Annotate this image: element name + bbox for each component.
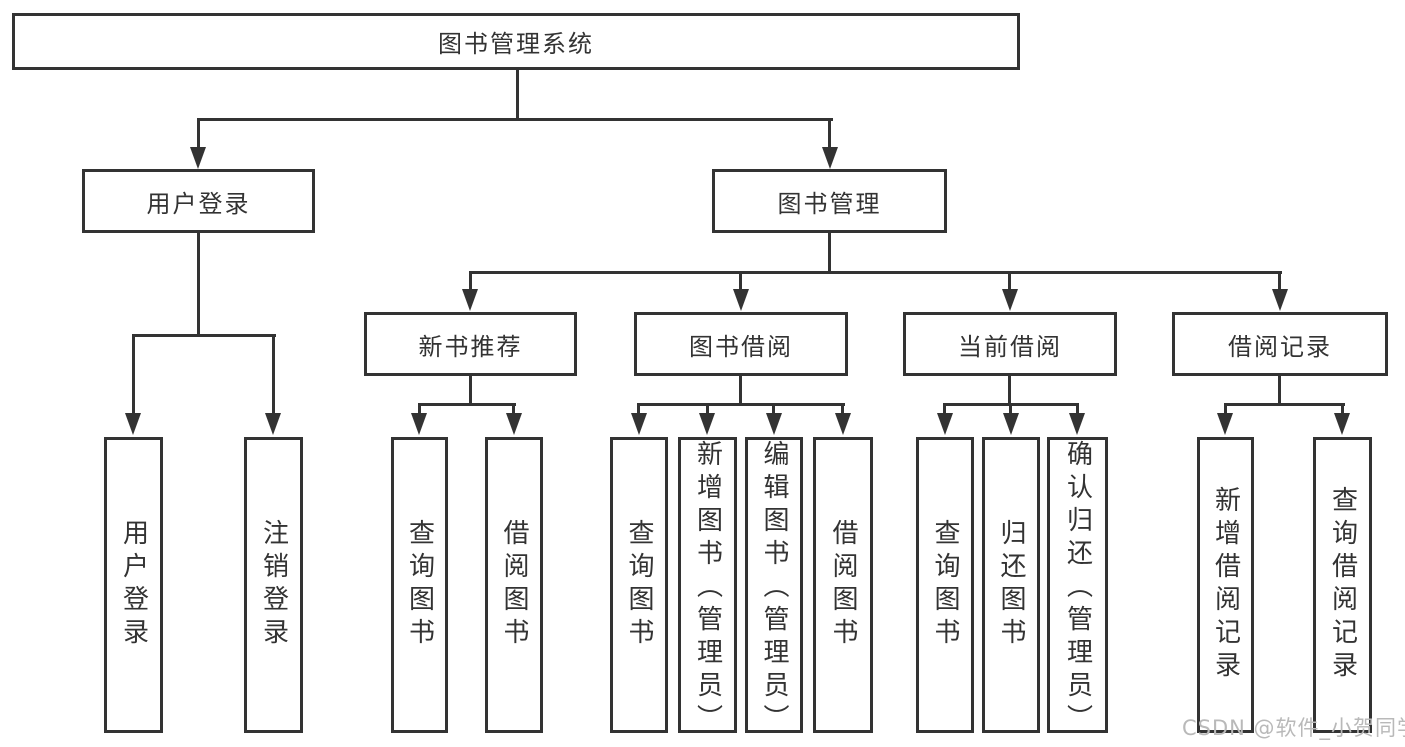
leaf-label: 查询图书 <box>624 519 654 651</box>
connector-line <box>516 70 519 120</box>
connector-line <box>1278 271 1281 292</box>
connector-line <box>841 403 844 416</box>
arrow-down-icon <box>411 413 427 435</box>
leaf-borrowing-edit-books-admin: 编辑图书（管理员） <box>745 437 803 737</box>
connector-line <box>469 376 472 406</box>
connector-line <box>1224 403 1345 406</box>
arrow-down-icon <box>265 413 281 435</box>
node-label: 当前借阅 <box>958 332 1062 361</box>
node-label: 图书管理 <box>777 189 882 218</box>
node-user-login: 用户登录 <box>82 169 315 233</box>
connector-line <box>197 118 200 150</box>
arrow-down-icon <box>822 147 838 169</box>
connector-line <box>1008 376 1011 406</box>
connector-line <box>637 403 640 416</box>
arrow-down-icon <box>1003 413 1019 435</box>
leaf-label: 确认归还（管理员） <box>1062 440 1093 737</box>
arrow-down-icon <box>190 147 206 169</box>
arrow-down-icon <box>766 413 782 435</box>
leaf-label: 借阅图书 <box>828 519 858 651</box>
arrow-down-icon <box>835 413 851 435</box>
connector-line <box>772 403 775 416</box>
connector-line <box>739 271 742 292</box>
connector-line <box>943 403 946 416</box>
leaf-label: 查询借阅记录 <box>1327 486 1358 684</box>
node-borrowing-records: 借阅记录 <box>1172 312 1388 376</box>
leaf-label: 编辑图书（管理员） <box>759 440 789 737</box>
leaf-current-return-books: 归还图书 <box>982 437 1040 733</box>
node-label: 新书推荐 <box>418 332 523 361</box>
node-label: 用户登录 <box>146 189 251 218</box>
arrow-down-icon <box>506 413 522 435</box>
arrow-down-icon <box>699 413 715 435</box>
leaf-label: 查询图书 <box>404 519 435 651</box>
arrow-down-icon <box>1272 289 1288 311</box>
connector-line <box>828 233 831 274</box>
node-current-borrowing: 当前借阅 <box>903 312 1117 376</box>
leaf-current-query-books: 查询图书 <box>916 437 974 733</box>
leaf-records-query-record: 查询借阅记录 <box>1313 437 1372 733</box>
connector-line <box>132 334 276 337</box>
connector-line <box>1008 271 1011 292</box>
arrow-down-icon <box>937 413 953 435</box>
node-label: 图书管理系统 <box>438 30 594 58</box>
connector-line <box>469 271 472 292</box>
node-book-management: 图书管理 <box>712 169 947 233</box>
connector-line <box>1076 403 1079 416</box>
connector-line <box>512 403 515 416</box>
node-new-book-recommend: 新书推荐 <box>364 312 577 376</box>
leaf-borrowing-add-books-admin: 新增图书（管理员） <box>678 437 737 737</box>
connector-line <box>197 118 833 121</box>
connector-line <box>469 271 1282 274</box>
arrow-down-icon <box>1217 413 1233 435</box>
connector-line <box>1224 403 1227 416</box>
arrow-down-icon <box>1002 289 1018 311</box>
leaf-label: 用户登录 <box>118 519 149 651</box>
leaf-label: 注销登录 <box>258 519 289 651</box>
connector-line <box>1278 376 1281 406</box>
node-label: 图书借阅 <box>689 332 793 361</box>
leaf-newbook-query-books: 查询图书 <box>391 437 448 733</box>
leaf-label: 归还图书 <box>996 519 1026 651</box>
leaf-borrowing-query-books: 查询图书 <box>610 437 668 733</box>
leaf-label: 新增图书（管理员） <box>692 440 723 737</box>
arrow-down-icon <box>1334 413 1350 435</box>
connector-line <box>132 334 135 416</box>
leaf-newbook-borrow-books: 借阅图书 <box>485 437 543 733</box>
leaf-borrowing-borrow-books: 借阅图书 <box>813 437 873 733</box>
node-root-library-system: 图书管理系统 <box>12 13 1020 70</box>
arrow-down-icon <box>631 413 647 435</box>
connector-line <box>1341 403 1344 416</box>
connector-line <box>197 233 200 336</box>
connector-line <box>828 118 831 150</box>
connector-line <box>739 376 742 406</box>
node-book-borrowing: 图书借阅 <box>634 312 848 376</box>
leaf-records-add-record: 新增借阅记录 <box>1197 437 1254 733</box>
leaf-current-confirm-return-admin: 确认归还（管理员） <box>1047 437 1108 737</box>
leaf-user-login: 用户登录 <box>104 437 163 733</box>
leaf-label: 借阅图书 <box>499 519 529 651</box>
leaf-logout: 注销登录 <box>244 437 303 733</box>
arrow-down-icon <box>462 289 478 311</box>
node-label: 借阅记录 <box>1228 332 1332 361</box>
connector-line <box>272 334 275 416</box>
connector-line <box>706 403 709 416</box>
connector-line <box>418 403 516 406</box>
connector-line <box>1009 403 1012 416</box>
connector-line <box>418 403 421 416</box>
connector-line <box>637 403 845 406</box>
leaf-label: 查询图书 <box>930 519 960 651</box>
arrow-down-icon <box>125 413 141 435</box>
arrow-down-icon <box>733 289 749 311</box>
arrow-down-icon <box>1069 413 1085 435</box>
csdn-watermark: CSDN @软件_小贺同学 <box>1182 716 1405 740</box>
leaf-label: 新增借阅记录 <box>1210 486 1241 684</box>
